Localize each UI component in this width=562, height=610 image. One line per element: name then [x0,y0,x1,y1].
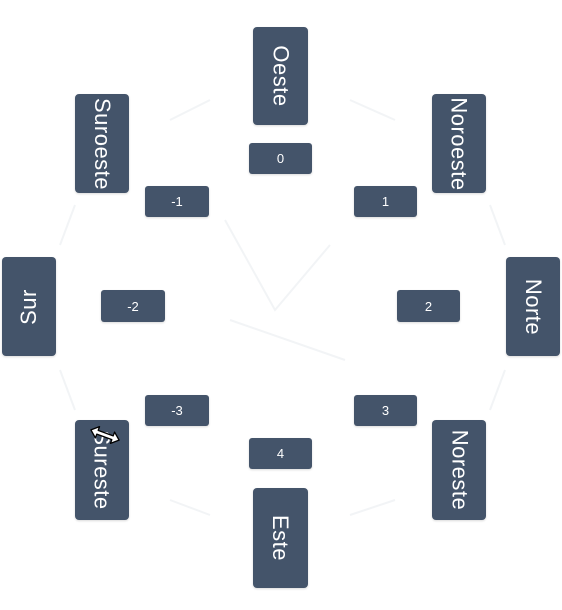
direction-norte: Norte [506,257,560,356]
number-box-minus-1-label: -1 [171,194,183,209]
direction-este-label: Este [268,514,294,562]
number-box-4-label: 4 [276,446,285,461]
number-box-minus-1: -1 [145,186,209,217]
number-box-0: 0 [249,143,312,174]
direction-noreste-label: Noreste [447,429,473,511]
number-box-minus-2: -2 [101,290,165,322]
number-box-2: 2 [397,290,460,322]
number-box-3: 3 [354,395,417,426]
number-box-1-label: 1 [381,194,390,209]
direction-noreste: Noreste [432,420,486,520]
direction-oeste-label: Oeste [268,45,294,107]
number-box-3-label: 3 [381,403,390,418]
number-box-2-label: 2 [424,298,433,314]
resize-cursor-icon [90,425,120,445]
number-box-1: 1 [354,186,417,217]
direction-sur: Sur [2,257,56,356]
number-box-4: 4 [249,438,312,469]
direction-suroeste-label: Suroeste [90,97,115,190]
direction-oeste: Oeste [253,27,308,125]
number-box-0-label: 0 [276,151,285,166]
direction-noroeste: Noroeste [432,94,486,193]
number-box-minus-2-label: -2 [127,298,139,314]
direction-norte-label: Norte [521,278,547,335]
direction-sur-label: Sur [16,288,41,325]
number-box-minus-3: -3 [145,395,209,426]
number-box-minus-3-label: -3 [171,403,183,418]
direction-noroeste-label: Noroeste [447,96,472,191]
direction-este: Este [253,488,308,588]
direction-suroeste: Suroeste [75,94,129,193]
